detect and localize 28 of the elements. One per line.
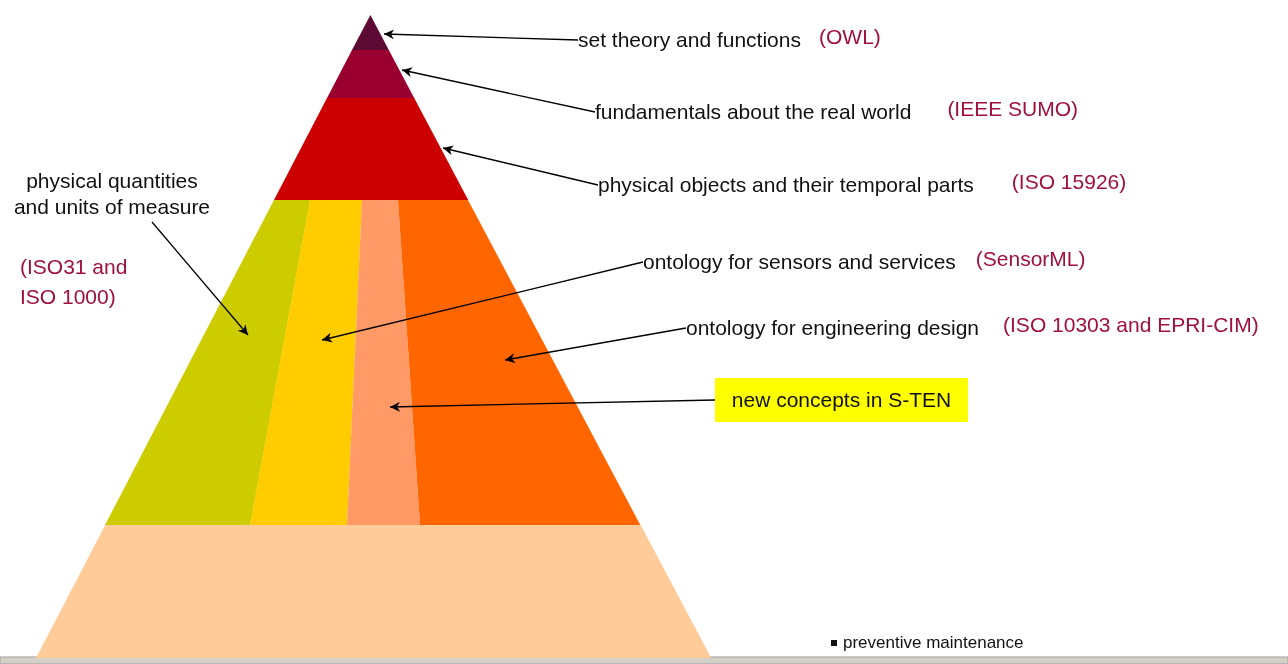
leader-arrow — [321, 261, 644, 343]
leader-arrow — [504, 327, 687, 364]
standard-reference: (SensorML) — [975, 246, 1086, 272]
layer-label: set theory and functions — [578, 27, 801, 53]
layer-label: fundamentals about the real world — [595, 99, 912, 125]
layer-label: ontology for engineering design — [686, 315, 980, 341]
layer-label: new concepts in S-TEN — [731, 387, 952, 413]
leader-arrow — [151, 221, 249, 336]
layer-label: physical quantities and units of measure — [12, 168, 212, 220]
standard-reference: (ISO31 and ISO 1000) — [20, 254, 129, 310]
standard-reference: (ISO 15926) — [1011, 169, 1127, 195]
standard-reference: (IEEE SUMO) — [947, 96, 1079, 122]
pyramid-band — [35, 525, 711, 658]
leader-arrow — [442, 145, 599, 186]
note-text: preventive maintenance — [843, 632, 1024, 654]
standard-reference: (ISO 10303 and EPRI-CIM) — [1003, 312, 1259, 338]
highlight-box — [715, 378, 968, 422]
pyramid-band — [347, 200, 420, 525]
layer-label: ontology for sensors and services — [643, 249, 956, 275]
pyramid-band — [250, 200, 362, 525]
leader-arrow — [401, 67, 596, 113]
leader-arrow — [389, 399, 716, 412]
layer-label: physical objects and their temporal parts — [598, 172, 974, 198]
leader-arrow — [383, 29, 579, 41]
pyramid-tip-triangle — [351, 15, 389, 50]
pyramid-band — [273, 98, 468, 200]
pyramid-band — [398, 200, 641, 525]
standard-reference: (OWL) — [819, 24, 881, 50]
